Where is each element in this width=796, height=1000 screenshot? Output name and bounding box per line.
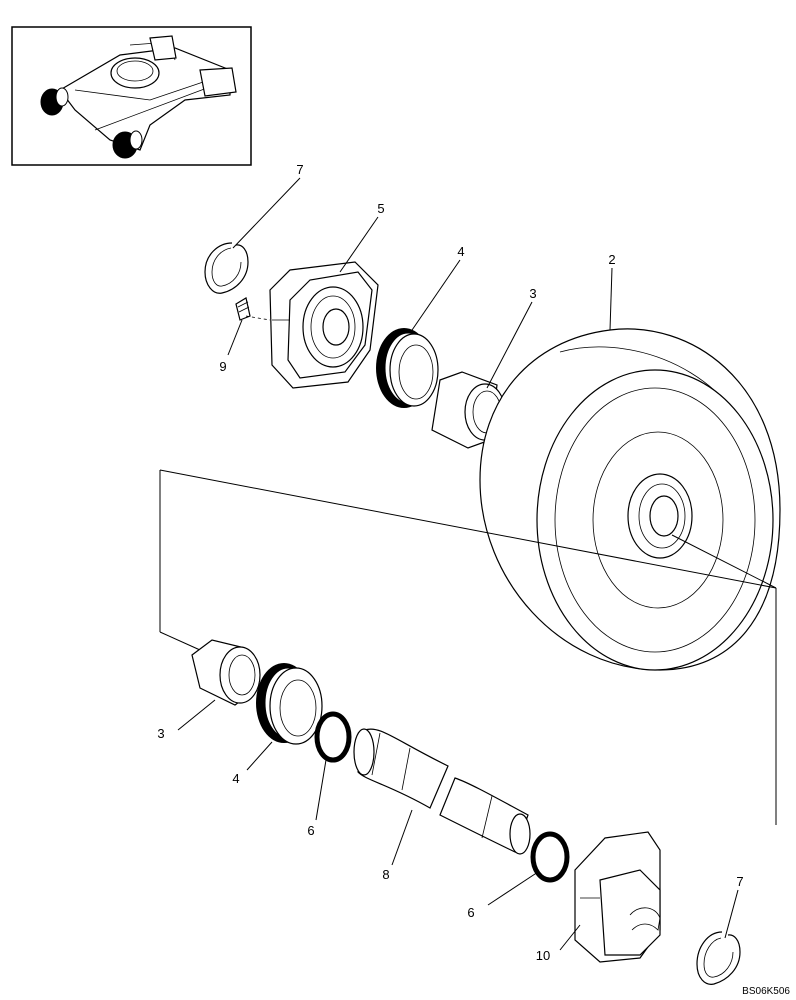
callout-7-top: 7 bbox=[296, 162, 303, 177]
assembly-outline bbox=[159, 469, 777, 825]
callout-9: 9 bbox=[219, 359, 226, 374]
part-7-snap-ring-bottom bbox=[696, 931, 741, 985]
callout-3-bottom: 3 bbox=[157, 726, 164, 741]
callout-7-bottom: 7 bbox=[736, 874, 743, 889]
part-3-bushing-top bbox=[431, 371, 506, 449]
part-9-grease-fitting bbox=[235, 297, 271, 321]
part-5-bearing-housing bbox=[269, 261, 379, 389]
part-2-idler-wheel bbox=[479, 328, 781, 671]
part-3-bushing-bottom bbox=[191, 639, 261, 706]
reference-code: BS06K506 bbox=[742, 986, 790, 997]
callout-4-top: 4 bbox=[457, 244, 464, 259]
part-4-seal-bottom bbox=[256, 663, 323, 745]
part-10-end-bracket bbox=[574, 831, 661, 963]
callout-6-right: 6 bbox=[467, 905, 474, 920]
callout-5: 5 bbox=[377, 201, 384, 216]
callout-8: 8 bbox=[382, 867, 389, 882]
callout-2: 2 bbox=[608, 252, 615, 267]
part-6-o-ring-left bbox=[314, 711, 352, 763]
callout-4-bottom: 4 bbox=[232, 771, 239, 786]
locator-inset bbox=[11, 26, 252, 166]
callout-3-top: 3 bbox=[529, 286, 536, 301]
callout-6-left: 6 bbox=[307, 823, 314, 838]
part-4-seal-top bbox=[376, 328, 439, 408]
callout-10: 10 bbox=[536, 948, 550, 963]
part-7-snap-ring-top bbox=[204, 242, 249, 294]
part-6-o-ring-right bbox=[530, 831, 570, 883]
part-8-shaft bbox=[353, 728, 531, 855]
